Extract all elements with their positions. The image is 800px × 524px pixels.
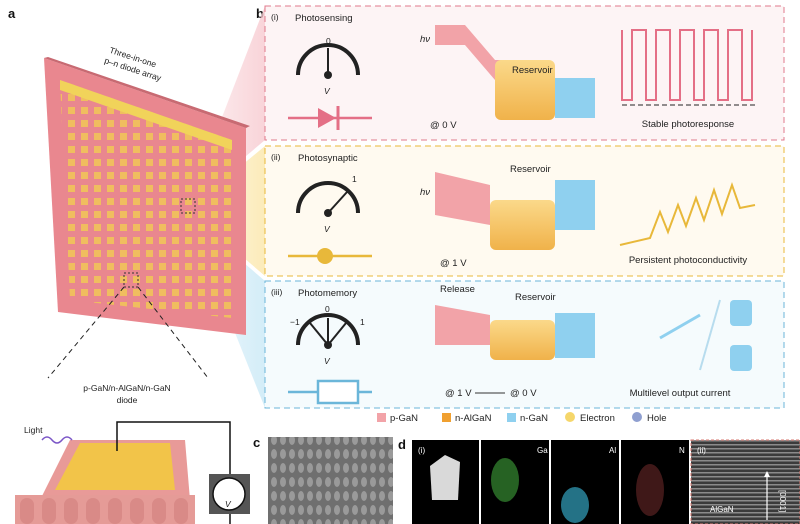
row-number: (i) [271,12,279,22]
selection-box-diode [123,272,139,288]
gauge-icon [296,43,360,76]
legend-swatch-p-gan [377,413,386,422]
sem-image [268,437,393,524]
tile-label: N [679,446,685,455]
row-number: (ii) [271,152,281,162]
selection-box-device [180,198,196,214]
voltmeter-label: V [225,499,232,509]
panel-label-a: a [8,6,16,21]
direction-label: [0001] [778,490,787,512]
hv-label: hν [420,34,430,45]
panel-b-row-i: (i) Photosensing 0 V hν Reservoir @ 0 V … [264,5,785,141]
zoom-line-right [137,286,209,379]
legend-swatch-electron [565,412,575,422]
panel-label-c: c [253,435,260,450]
diode-symbol-icon [318,108,336,128]
voltage-label: V [324,86,331,96]
row-caption: Stable photoresponse [642,119,734,130]
row-title: Photosynaptic [298,153,358,164]
legend: p-GaN n-AlGaN n-GaN Electron Hole [377,412,667,424]
bias-label: @ 1 V [440,258,467,269]
diode-array-chip [44,57,250,335]
panel-label-b: b [256,6,264,21]
memory-symbol-icon [316,379,360,405]
gauge-icon [296,181,360,214]
eds-maps: (i) Ga Al N (ii) AlGaN [0001] [412,439,800,524]
reservoir-label: Reservoir [512,65,553,76]
reservoir-label: Reservoir [515,292,556,303]
bias-label-2: @ 0 V [510,388,537,399]
material-label: AlGaN [710,505,734,514]
nanowire-device-illustration [15,421,231,524]
photoresponse-trace [621,29,753,101]
gauge-value: 1 [352,174,357,184]
legend-swatch-n-gan [507,413,516,422]
legend-swatch-n-algan [442,413,451,422]
row-caption: Persistent photoconductivity [629,255,748,266]
reservoir-label: Reservoir [510,164,551,175]
panel-b-row-ii: (ii) Photosynaptic 1 V hν Reservoir @ 1 … [264,145,785,277]
zoom-line-left [47,286,125,379]
diode-title-1: p-GaN/n-AlGaN/n-GaN [83,383,170,393]
tile-label: (ii) [697,446,706,455]
bias-label: @ 1 V [445,388,472,399]
release-label: Release [440,284,475,295]
panel-b-row-iii: (iii) Photomemory −1 0 1 V Release Reser… [264,280,785,409]
voltage-label: V [324,224,331,234]
band-diagram [435,172,490,225]
legend-label: p-GaN [390,413,418,424]
light-label: Light [24,425,43,435]
tile-label: Al [609,446,616,455]
voltage-label: V [324,356,331,366]
tile-label: Ga [537,446,548,455]
hrtem-tile [690,439,800,524]
gauge-max: 1 [360,317,365,327]
gauge-value: 0 [325,304,330,314]
row-title: Photosensing [295,13,353,24]
gauge-min: −1 [290,317,300,327]
row-number: (iii) [271,287,282,297]
legend-label: Hole [647,413,667,424]
gauge-value: 0 [326,36,331,46]
multilevel-current-icon [659,299,752,371]
band-diagram [435,305,490,345]
gauge-icon [296,313,360,346]
ppc-trace [619,181,756,246]
row-title: Photomemory [298,288,357,299]
diode-title-2: diode [117,395,138,405]
panel-label-d: d [398,437,406,452]
bias-label: @ 0 V [430,120,457,131]
legend-label: Electron [580,413,615,424]
legend-label: n-GaN [520,413,548,424]
light-wave-icon [41,436,73,444]
synapse-symbol-icon [317,248,333,264]
legend-swatch-hole [632,412,642,422]
hv-label: hν [420,187,430,198]
legend-label: n-AlGaN [455,413,492,424]
tile-label: (i) [418,446,425,455]
row-caption: Multilevel output current [630,388,731,399]
